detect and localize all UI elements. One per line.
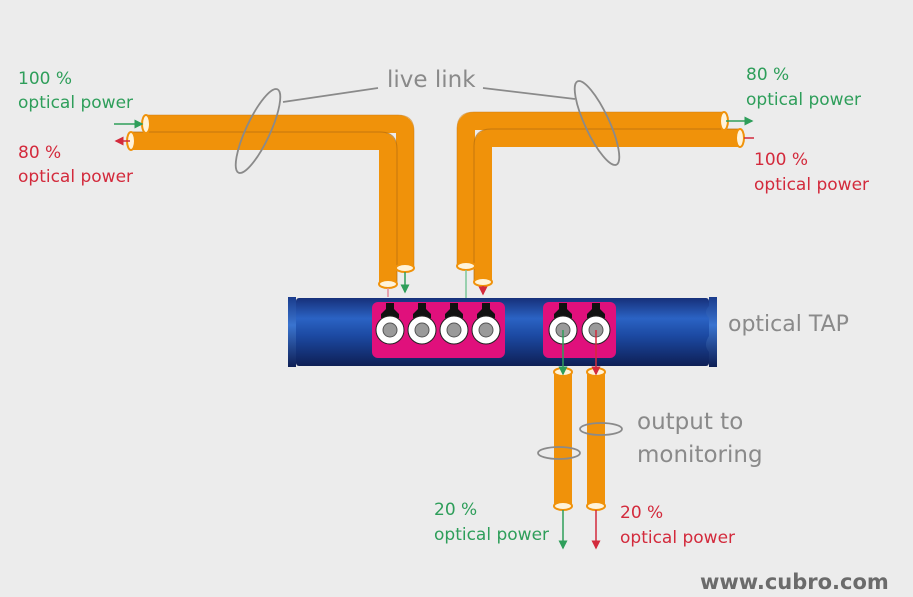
connector-latch-icon [554, 303, 572, 318]
mon-green-text: optical power [434, 525, 549, 545]
network-port-2 [407, 303, 437, 345]
monitor-fiber-red [587, 372, 605, 506]
connector-latch-icon [477, 303, 495, 318]
left-in-percent: 100 % [18, 69, 72, 89]
optical-tap-label: optical TAP [728, 312, 849, 337]
network-port-3 [439, 303, 469, 345]
output-label-line1: output to [637, 409, 743, 435]
connector-latch-icon [587, 303, 605, 318]
right-in-percent: 100 % [754, 150, 808, 170]
connector-latch-icon [445, 303, 463, 318]
mon-red-text: optical power [620, 528, 735, 548]
right-in-text: optical power [754, 175, 869, 195]
right-fiber-outer [457, 112, 724, 266]
connector-latch-icon [381, 303, 399, 318]
live-link-label: live link [387, 67, 476, 93]
right-out-percent: 80 % [746, 65, 789, 85]
monitor-ellipse-left [537, 446, 581, 460]
monitor-ellipse-right [579, 422, 623, 436]
connector-ferrule-icon [414, 322, 430, 338]
connector-latch-icon [413, 303, 431, 318]
left-in-text: optical power [18, 93, 133, 113]
website-link[interactable]: www.cubro.com [700, 570, 889, 594]
live-link-leader-right [482, 87, 576, 100]
left-fiber-outer [146, 115, 414, 268]
monitor-fiber-pair [537, 367, 623, 511]
mon-red-percent: 20 % [620, 503, 663, 523]
network-port-1 [375, 303, 405, 345]
optical-tap-device [288, 297, 717, 367]
left-fiber-pair [126, 114, 415, 289]
left-out-percent: 80 % [18, 143, 61, 163]
network-port-panel [372, 302, 505, 358]
live-link-markers [234, 80, 621, 174]
live-link-ellipse-right [573, 80, 621, 166]
right-out-text: optical power [746, 90, 861, 110]
connector-ferrule-icon [478, 322, 494, 338]
network-port-4 [471, 303, 501, 345]
connector-ferrule-icon [382, 322, 398, 338]
live-link-leader-left [282, 87, 379, 103]
monitor-fiber-green [554, 372, 572, 506]
output-label-line2: monitoring [637, 442, 763, 468]
right-fiber-pair [456, 111, 745, 287]
right-fiber-inner [474, 129, 740, 282]
connector-ferrule-icon [446, 322, 462, 338]
left-out-text: optical power [18, 167, 133, 187]
mon-green-percent: 20 % [434, 500, 477, 520]
live-link-ellipse-left [234, 88, 282, 174]
left-fiber-inner [131, 132, 397, 284]
